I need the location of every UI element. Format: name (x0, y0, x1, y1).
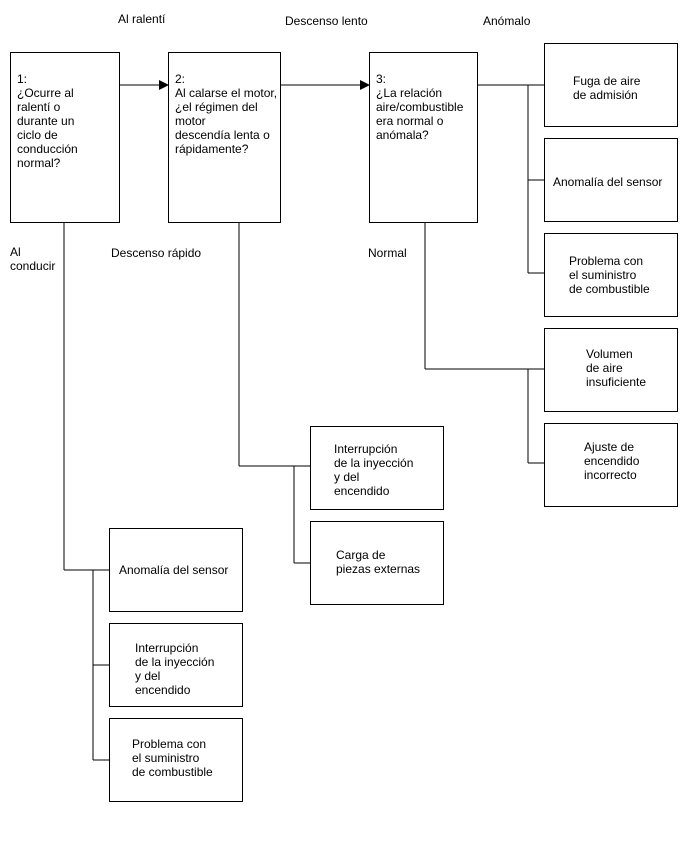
question-text: Al calarse el motor, ¿el régimen del mot… (175, 86, 278, 156)
label-idle: Al ralentí (118, 12, 166, 26)
question-number: 1: (17, 72, 28, 86)
result-box-insufficient-air-volume: Volumen de aire insuficiente (544, 328, 678, 412)
result-box-driving-fuel-supply-problem: Problema con el suministro de combustibl… (109, 718, 243, 802)
result-box-incorrect-ignition-timing: Ajuste de encendido incorrecto (544, 423, 678, 507)
result-box-intake-air-leak: Fuga de aire de admisión (544, 43, 678, 127)
question-box-3: 3:¿La relación aire/combustible era norm… (369, 52, 478, 223)
result-box-fuel-supply-problem: Problema con el suministro de combustibl… (544, 233, 678, 317)
label-fast-drop: Descenso rápido (111, 246, 202, 260)
result-box-driving-injection-ignition-cut: Interrupción de la inyección y del encen… (109, 623, 243, 707)
question-number: 3: (376, 72, 387, 86)
question-text: ¿La relación aire/combustible era normal… (376, 86, 464, 142)
result-box-external-parts-load: Carga de piezas externas (310, 521, 444, 605)
label-abnormal: Anómalo (483, 14, 531, 28)
question-text: ¿Ocurre al ralentí o durante un ciclo de… (17, 86, 78, 170)
result-box-injection-ignition-cut: Interrupción de la inyección y del encen… (310, 426, 444, 510)
label-driving: Al conducir (10, 245, 56, 273)
question-number: 2: (175, 72, 186, 86)
label-normal: Normal (368, 246, 407, 260)
result-box-sensor-anomaly: Anomalía del sensor (544, 138, 678, 222)
question-box-2: 2:Al calarse el motor, ¿el régimen del m… (168, 52, 281, 223)
result-box-driving-sensor-anomaly: Anomalía del sensor (109, 528, 243, 612)
label-slow-drop: Descenso lento (285, 14, 368, 28)
question-box-1: 1:¿Ocurre al ralentí o durante un ciclo … (10, 52, 120, 223)
